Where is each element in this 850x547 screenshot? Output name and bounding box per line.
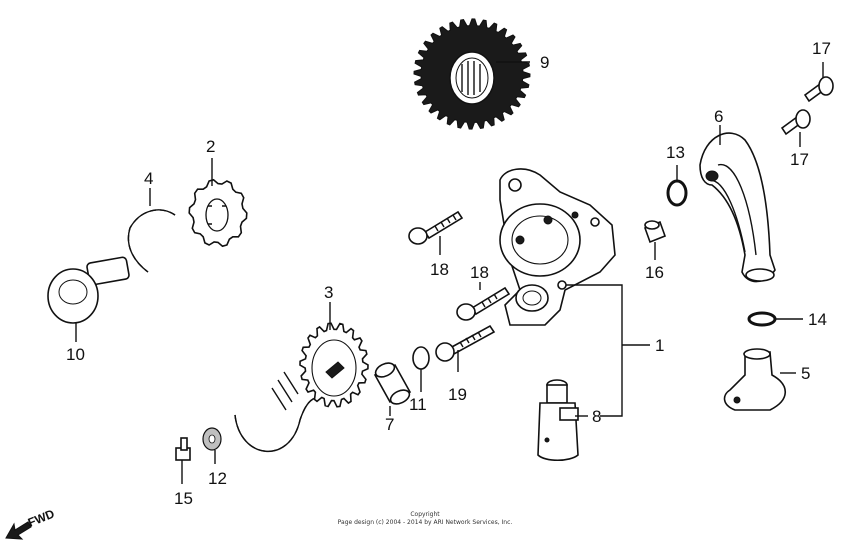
sprocket-part-3[interactable] (299, 322, 369, 408)
forward-direction-indicator: FWD (5, 506, 57, 540)
oil-pump-body-part-1[interactable] (499, 168, 616, 326)
callout-1: 1 (655, 336, 664, 355)
callout-7: 7 (385, 415, 394, 434)
fwd-label: FWD (26, 506, 57, 529)
callout-2: 2 (206, 137, 215, 156)
callout-10: 10 (66, 345, 85, 364)
callout-14: 14 (808, 310, 827, 329)
callout-3: 3 (324, 283, 333, 302)
chain-part-4[interactable] (127, 209, 176, 273)
leader-lines (75, 61, 824, 484)
callout-labels: 9 2 4 10 3 7 11 19 18 18 16 13 6 14 5 17… (66, 39, 831, 508)
bolt-part-18-lower[interactable] (456, 286, 511, 321)
gear-part-9[interactable] (413, 18, 531, 130)
washer-11-hole (208, 434, 216, 444)
bushing-part-7[interactable] (373, 360, 412, 406)
washer-part-12[interactable] (412, 346, 430, 370)
bolt-part-18-upper[interactable] (408, 210, 464, 245)
callout-19: 19 (448, 385, 467, 404)
callout-13: 13 (666, 143, 685, 162)
collar-part-16[interactable] (643, 220, 667, 244)
arrow-icon (5, 521, 32, 540)
strainer-pipe-part-6[interactable] (699, 132, 776, 283)
pipe-elbow-part-5[interactable] (723, 348, 787, 411)
callout-17-lower: 17 (790, 150, 809, 169)
o-ring-part-14[interactable] (747, 311, 777, 327)
o-ring-part-13[interactable] (666, 179, 688, 207)
callout-16: 16 (645, 263, 664, 282)
callout-9: 9 (540, 53, 549, 72)
shaft-part-10[interactable] (47, 256, 130, 324)
callout-4: 4 (144, 169, 153, 188)
sprocket-part-2[interactable] (188, 178, 248, 248)
bolt-part-17-upper[interactable] (803, 76, 834, 103)
copyright-line-2: Page design (c) 2004 - 2014 by ARI Netwo… (338, 519, 513, 526)
bolt-part-15[interactable] (175, 437, 191, 461)
callout-12: 11 (409, 395, 427, 414)
callout-15: 15 (174, 489, 193, 508)
relief-valve-part-8[interactable] (537, 379, 579, 462)
callout-6: 6 (714, 107, 723, 126)
bolt-part-17-lower[interactable] (780, 109, 811, 136)
bolt-part-19[interactable] (435, 324, 496, 362)
callout-8: 8 (592, 407, 601, 426)
callout-11: 12 (208, 469, 227, 488)
callout-18-lower: 18 (470, 263, 489, 282)
chain-lower[interactable] (234, 371, 316, 452)
callout-18-upper: 18 (430, 260, 449, 279)
copyright-line-1: Copyright (410, 511, 440, 518)
callout-5: 5 (801, 364, 810, 383)
callout-17-upper: 17 (812, 39, 831, 58)
